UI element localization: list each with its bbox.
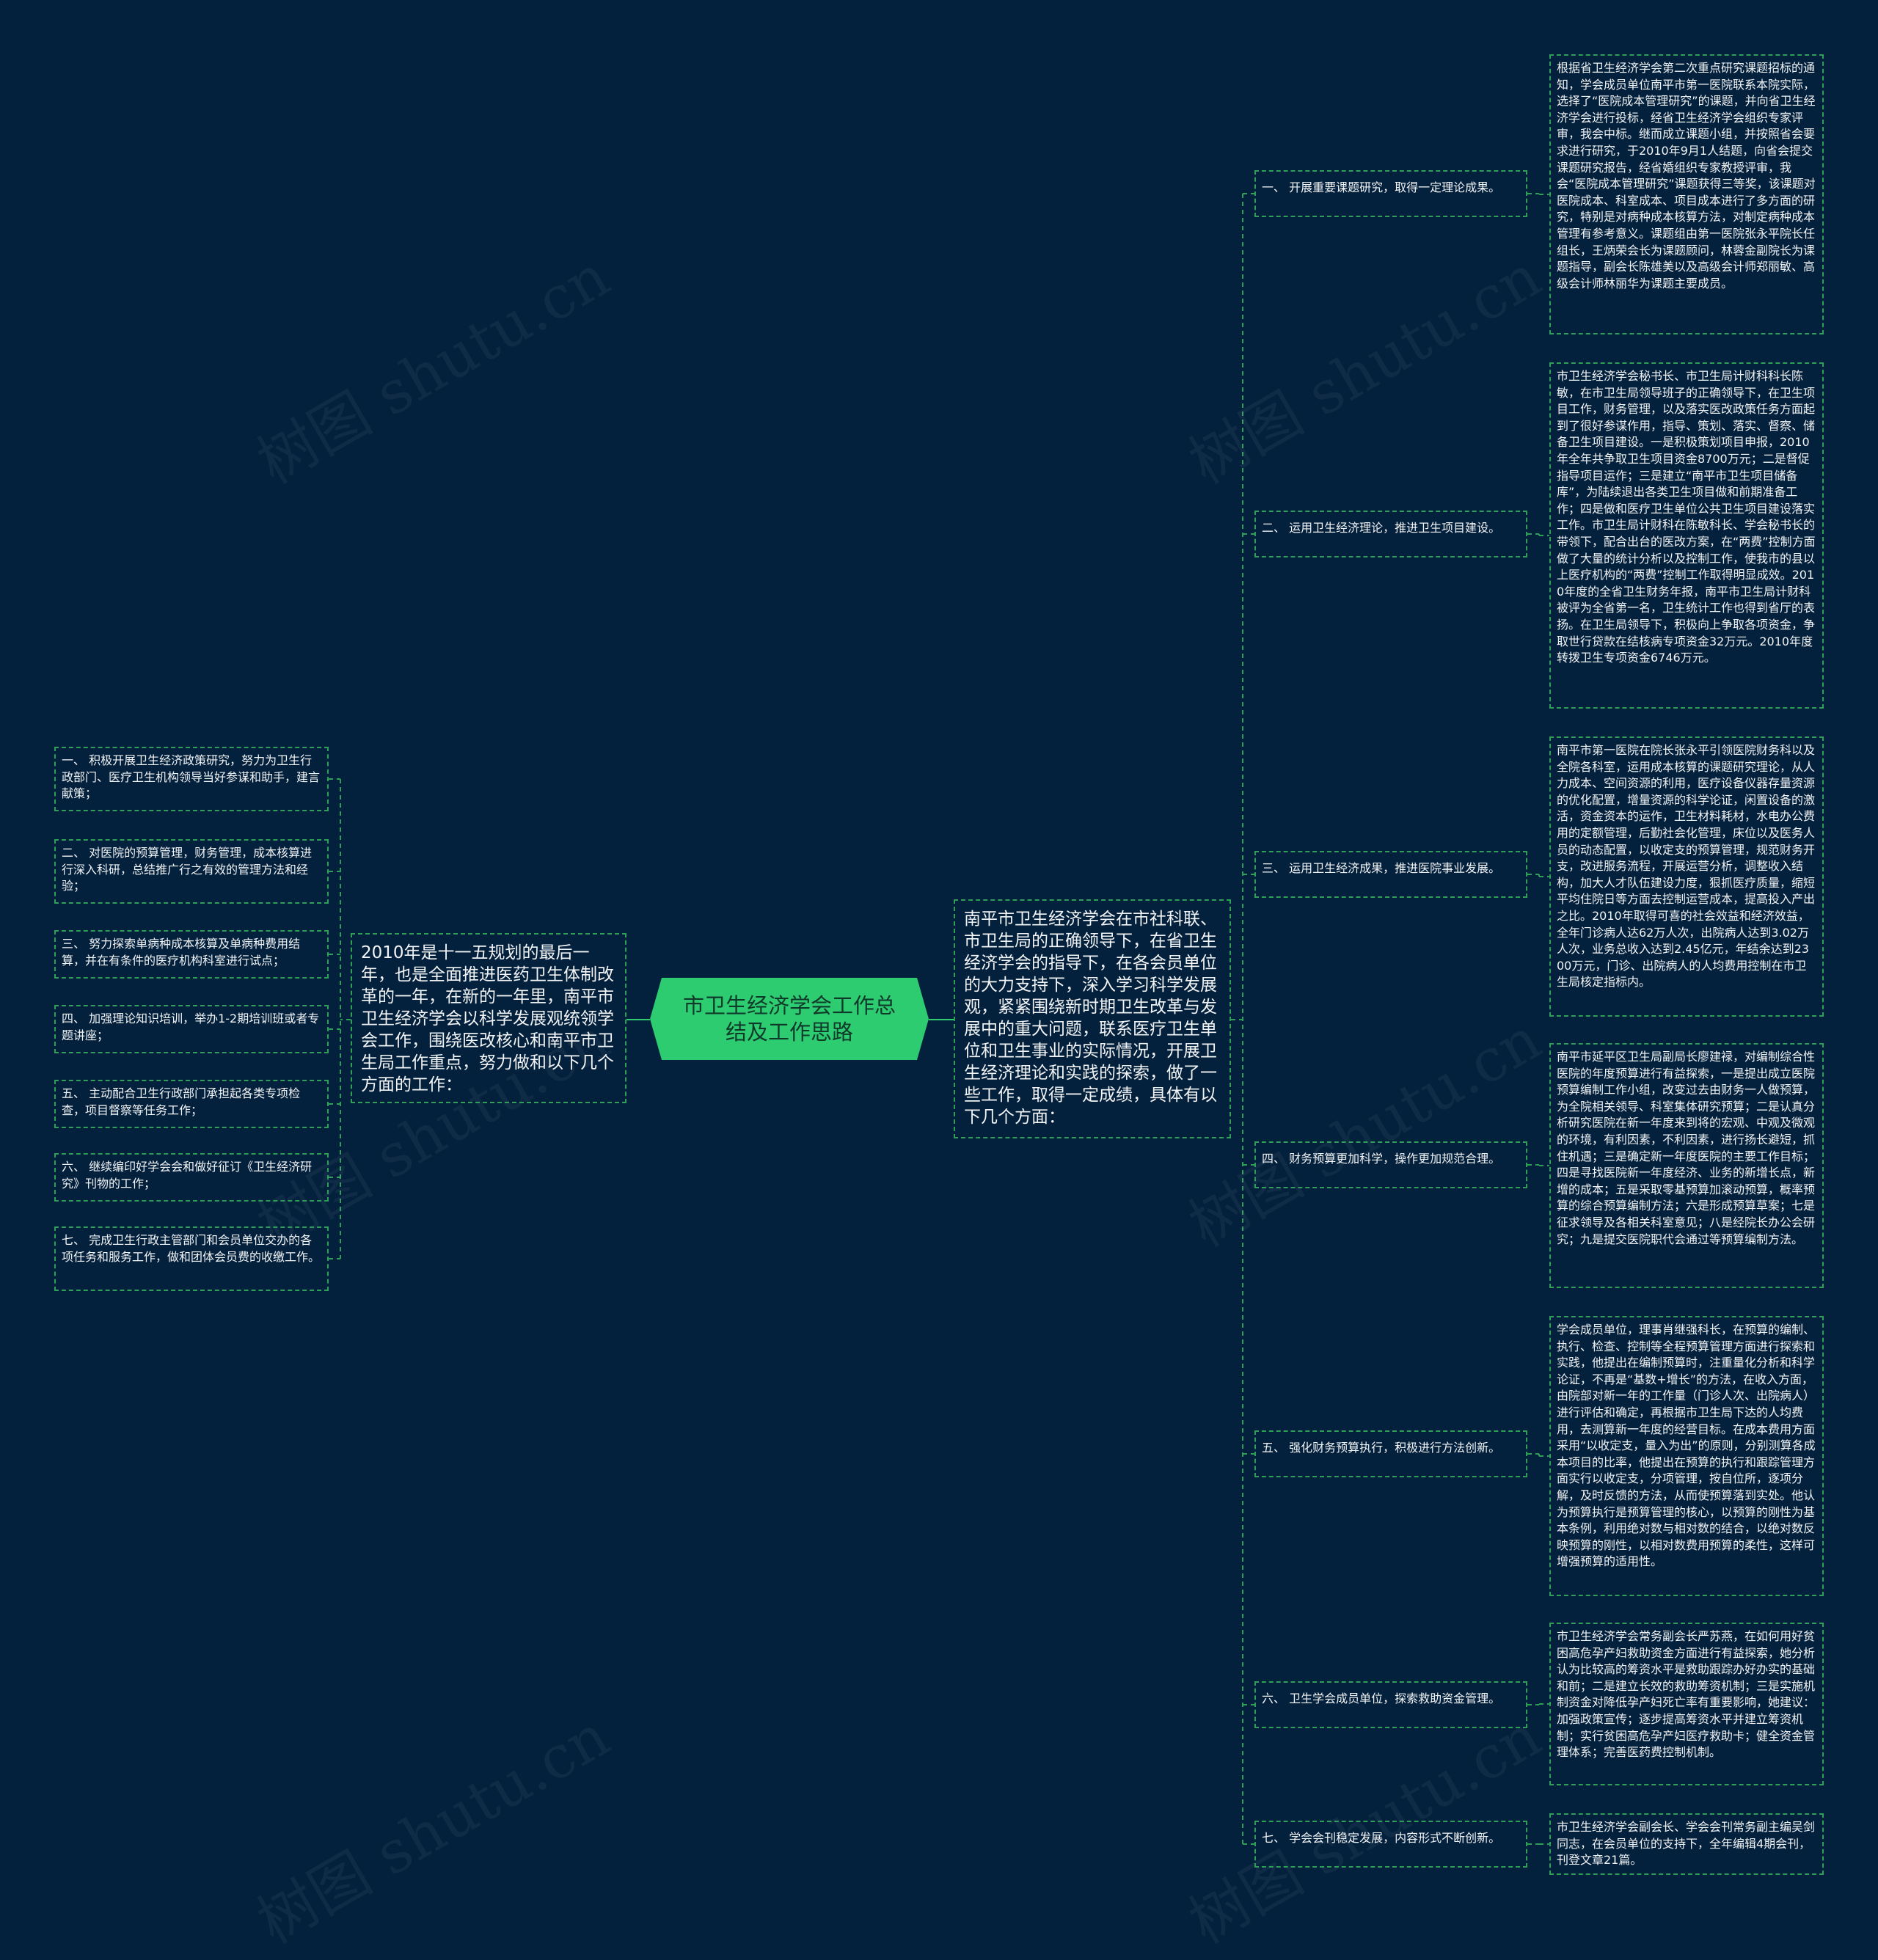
branch-detail-node[interactable]: 市卫生经济学会秘书长、市卫生局计财科科长陈敏，在市卫生局领导班子的正确领导下，在… — [1549, 362, 1824, 709]
branch-title-node[interactable]: 一、 开展重要课题研究，取得一定理论成果。 — [1254, 170, 1527, 217]
branch-detail-node[interactable]: 南平市延平区卫生局副局长廖建禄，对编制综合性医院的年度预算进行有益探索，一是提出… — [1549, 1043, 1824, 1288]
branch-title-node[interactable]: 二、 运用卫生经济理论，推进卫生项目建设。 — [1254, 511, 1527, 557]
left-item-node[interactable]: 一、 积极开展卫生经济政策研究，努力为卫生行政部门、医疗卫生机构领导当好参谋和助… — [54, 747, 329, 811]
right-summary-node[interactable]: 南平市卫生经济学会在市社科联、市卫生局的正确领导下，在省卫生经济学会的指导下，在… — [954, 899, 1231, 1138]
left-item-node[interactable]: 六、 继续编印好学会会和做好征订《卫生经济研究》刊物的工作； — [54, 1153, 329, 1202]
root-topic-text: 市卫生经济学会工作总结及工作思路 — [682, 993, 896, 1045]
left-item-node[interactable]: 二、 对医院的预算管理，财务管理，成本核算进行深入科研，总结推广行之有效的管理方… — [54, 839, 329, 904]
left-item-node[interactable]: 五、 主动配合卫生行政部门承担起各类专项检查，项目督察等任务工作； — [54, 1080, 329, 1128]
left-item-node[interactable]: 四、 加强理论知识培训，举办1-2期培训班或者专题讲座； — [54, 1005, 329, 1053]
branch-title-node[interactable]: 三、 运用卫生经济成果，推进医院事业发展。 — [1254, 851, 1527, 898]
branch-detail-node[interactable]: 市卫生经济学会常务副会长严苏燕，在如何用好贫困高危孕产妇救助资金方面进行有益探索… — [1549, 1623, 1824, 1785]
root-topic-node[interactable]: 市卫生经济学会工作总结及工作思路 — [650, 978, 929, 1060]
branch-detail-node[interactable]: 南平市第一医院在院长张永平引领医院财务科以及全院各科室，运用成本核算的课题研究理… — [1549, 736, 1824, 1017]
left-item-node[interactable]: 三、 努力探索单病种成本核算及单病种费用结算，并在有条件的医疗机构科室进行试点； — [54, 930, 329, 979]
branch-detail-node[interactable]: 市卫生经济学会副会长、学会会刊常务副主编吴剑同志，在会员单位的支持下，全年编辑4… — [1549, 1813, 1824, 1875]
branch-title-node[interactable]: 六、 卫生学会成员单位，探索救助资金管理。 — [1254, 1681, 1527, 1728]
left-summary-node[interactable]: 2010年是十一五规划的最后一年，也是全面推进医药卫生体制改革的一年，在新的一年… — [351, 933, 626, 1103]
branch-detail-node[interactable]: 学会成员单位，理事肖继强科长，在预算的编制、执行、检查、控制等全程预算管理方面进… — [1549, 1316, 1824, 1596]
branch-detail-node[interactable]: 根据省卫生经济学会第二次重点研究课题招标的通知，学会成员单位南平市第一医院联系本… — [1549, 54, 1824, 334]
branch-title-node[interactable]: 五、 强化财务预算执行，积极进行方法创新。 — [1254, 1430, 1527, 1477]
branch-title-node[interactable]: 四、 财务预算更加科学，操作更加规范合理。 — [1254, 1141, 1527, 1188]
left-item-node[interactable]: 七、 完成卫生行政主管部门和会员单位交办的各项任务和服务工作，做和团体会员费的收… — [54, 1226, 329, 1291]
branch-title-node[interactable]: 七、 学会会刊稳定发展，内容形式不断创新。 — [1254, 1821, 1527, 1868]
